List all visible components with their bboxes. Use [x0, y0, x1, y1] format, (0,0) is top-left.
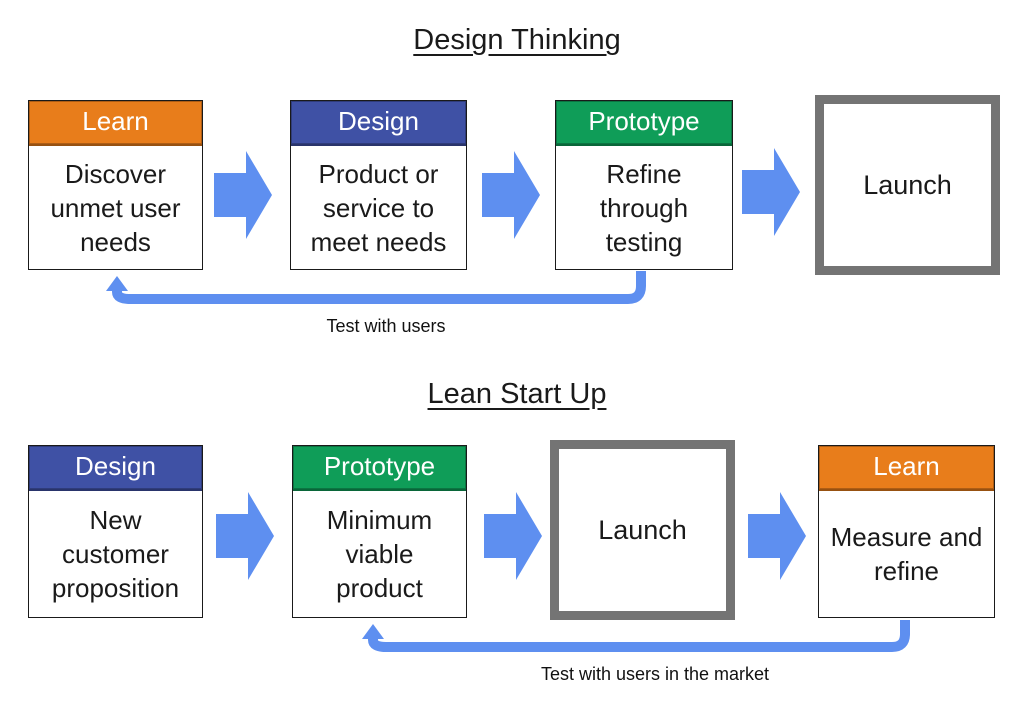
- right-arrow-icon: [484, 492, 542, 580]
- launch-label: Launch: [598, 514, 687, 545]
- process-box-header-learn: Learn: [819, 446, 994, 491]
- process-box-learn-top: Learn Discover unmet user needs: [28, 100, 203, 270]
- launch-label: Launch: [863, 169, 952, 200]
- section-title-lean-start-up: Lean Start Up: [427, 378, 607, 410]
- process-box-body-prototype: Minimum viable product: [326, 505, 433, 603]
- process-box-prototype-bottom: Prototype Minimum viable product: [292, 445, 467, 618]
- process-box-body-design: New customer proposition: [51, 505, 180, 603]
- process-box-design-bottom: Design New customer proposition: [28, 445, 203, 618]
- right-arrow-icon: [216, 492, 274, 580]
- process-box-body-learn: Discover unmet user needs: [50, 158, 181, 257]
- process-box-learn-bottom: Learn Measure and refine: [818, 445, 995, 618]
- process-box-body-prototype: Refine through testing: [599, 158, 689, 257]
- launch-box-bottom: Launch: [550, 440, 735, 620]
- process-box-prototype-top: Prototype Refine through testing: [555, 100, 733, 270]
- process-box-header-prototype: Prototype: [556, 101, 732, 146]
- process-box-body-design: Product or service to meet needs: [310, 158, 447, 257]
- right-arrow-icon: [214, 151, 272, 239]
- process-box-design-top: Design Product or service to meet needs: [290, 100, 467, 270]
- launch-box-top: Launch: [815, 95, 1000, 275]
- feedback-arrow-bottom: [368, 620, 910, 652]
- feedback-arrowhead-bottom-icon: [362, 624, 384, 639]
- feedback-arrowhead-top-icon: [106, 276, 128, 291]
- right-arrow-icon: [748, 492, 806, 580]
- process-box-header-design: Design: [29, 446, 202, 491]
- right-arrow-icon: [742, 148, 800, 236]
- feedback-label-top: Test with users: [326, 316, 446, 336]
- feedback-arrow-top: [112, 271, 646, 304]
- feedback-label-bottom: Test with users in the market: [540, 664, 770, 684]
- process-box-header-prototype: Prototype: [293, 446, 466, 491]
- process-box-header-design: Design: [291, 101, 466, 146]
- process-box-body-learn: Measure and refine: [830, 522, 983, 586]
- section-title-design-thinking: Design Thinking: [413, 24, 621, 56]
- right-arrow-icon: [482, 151, 540, 239]
- process-box-header-learn: Learn: [29, 101, 202, 146]
